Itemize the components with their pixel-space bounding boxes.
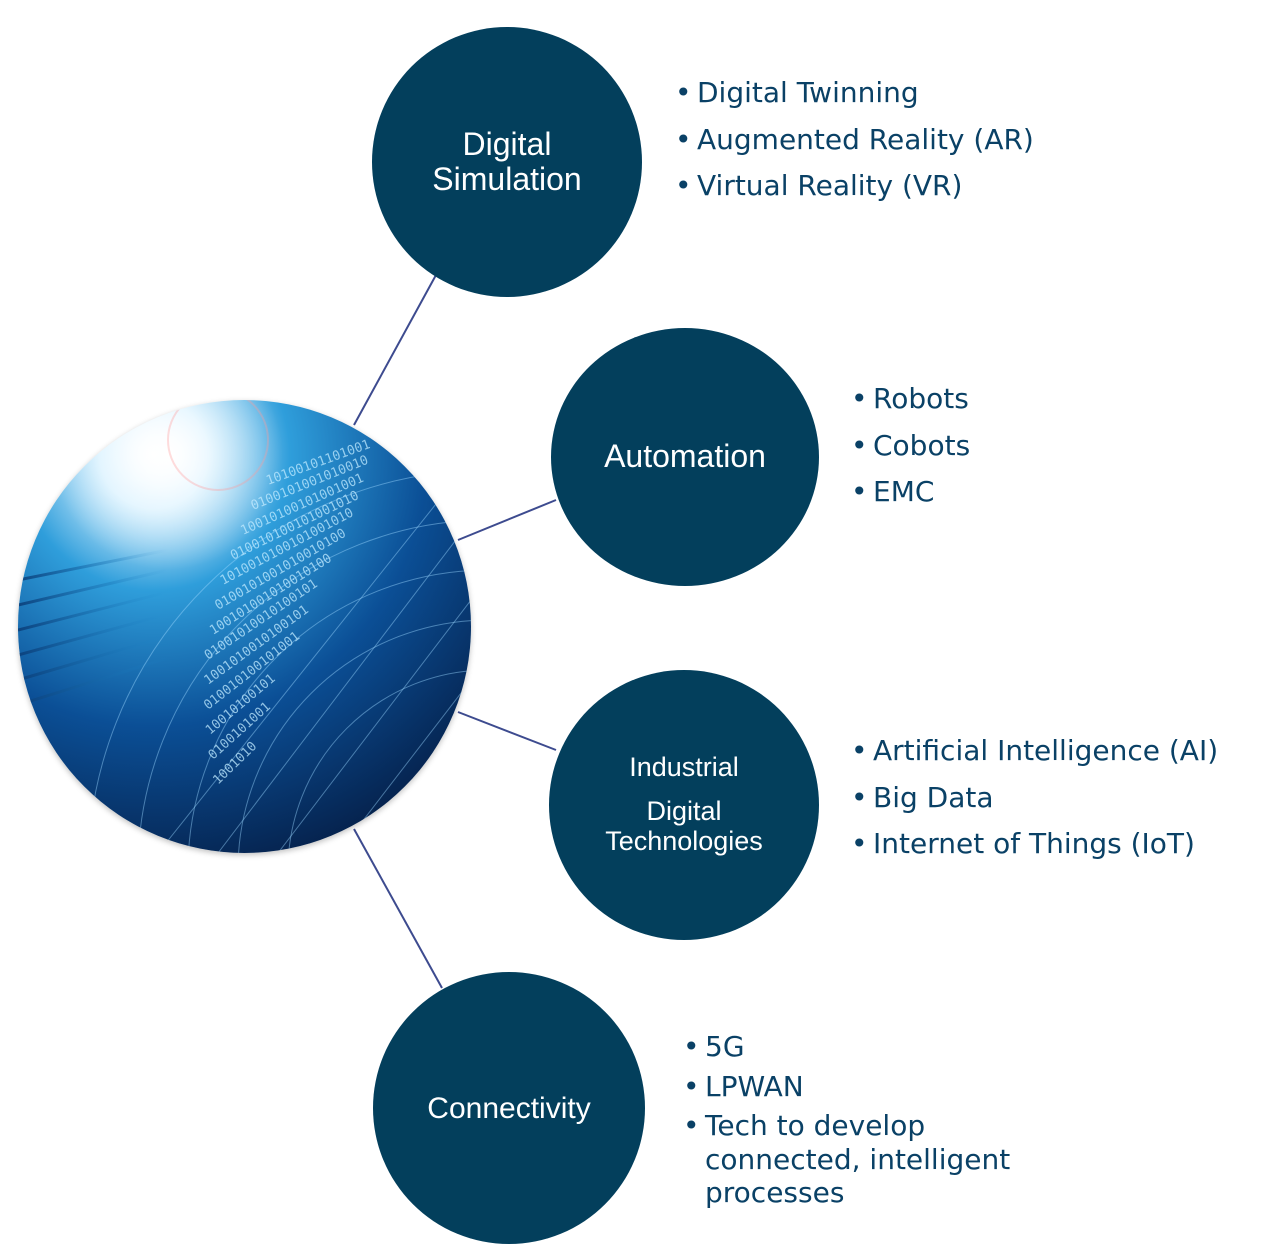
- list-item: Augmented Reality (AR): [675, 123, 1034, 157]
- connector-line-automation: [457, 499, 557, 541]
- node-digital-simulation: Digital Simulation: [372, 27, 642, 297]
- list-item: Tech to develop connected, intelligent p…: [683, 1109, 1053, 1210]
- automation-list: Robots Cobots EMC: [851, 382, 970, 522]
- node-automation: Automation: [551, 328, 819, 586]
- node-industrial-digital-technologies: Industrial Digital Technologies: [549, 670, 819, 940]
- node-industrial-label-line-3: Technologies: [605, 825, 763, 856]
- node-industrial-label-line-2: Digital: [646, 796, 722, 827]
- list-item: 5G: [683, 1030, 1053, 1064]
- node-digital-simulation-label-line-1: Digital: [462, 125, 552, 162]
- list-item: Digital Twinning: [675, 76, 1034, 110]
- globe-hub-image: 10100101101001 0100101001010010 10010100…: [18, 400, 471, 853]
- connectivity-list: 5G LPWAN Tech to develop connected, inte…: [683, 1030, 1053, 1216]
- list-item: Artificial Intelligence (AI): [851, 734, 1218, 768]
- list-item: Big Data: [851, 781, 1218, 815]
- list-item: Internet of Things (IoT): [851, 827, 1218, 861]
- industrial-digital-technologies-list: Artificial Intelligence (AI) Big Data In…: [851, 734, 1218, 874]
- connector-line-industrial-digital-technologies: [457, 711, 557, 751]
- list-item: Virtual Reality (VR): [675, 169, 1034, 203]
- connector-line-digital-simulation: [353, 263, 443, 426]
- list-item: Robots: [851, 382, 970, 416]
- node-connectivity: Connectivity: [373, 972, 645, 1244]
- list-item: LPWAN: [683, 1070, 1053, 1104]
- node-digital-simulation-label-line-2: Simulation: [432, 161, 582, 197]
- node-connectivity-label: Connectivity: [427, 1091, 591, 1125]
- connector-line-connectivity: [353, 828, 443, 989]
- digital-simulation-list: Digital Twinning Augmented Reality (AR) …: [675, 76, 1034, 216]
- list-item: EMC: [851, 475, 970, 509]
- node-industrial-label-line-1: Industrial: [629, 752, 739, 783]
- node-automation-label: Automation: [604, 438, 766, 475]
- list-item: Cobots: [851, 429, 970, 463]
